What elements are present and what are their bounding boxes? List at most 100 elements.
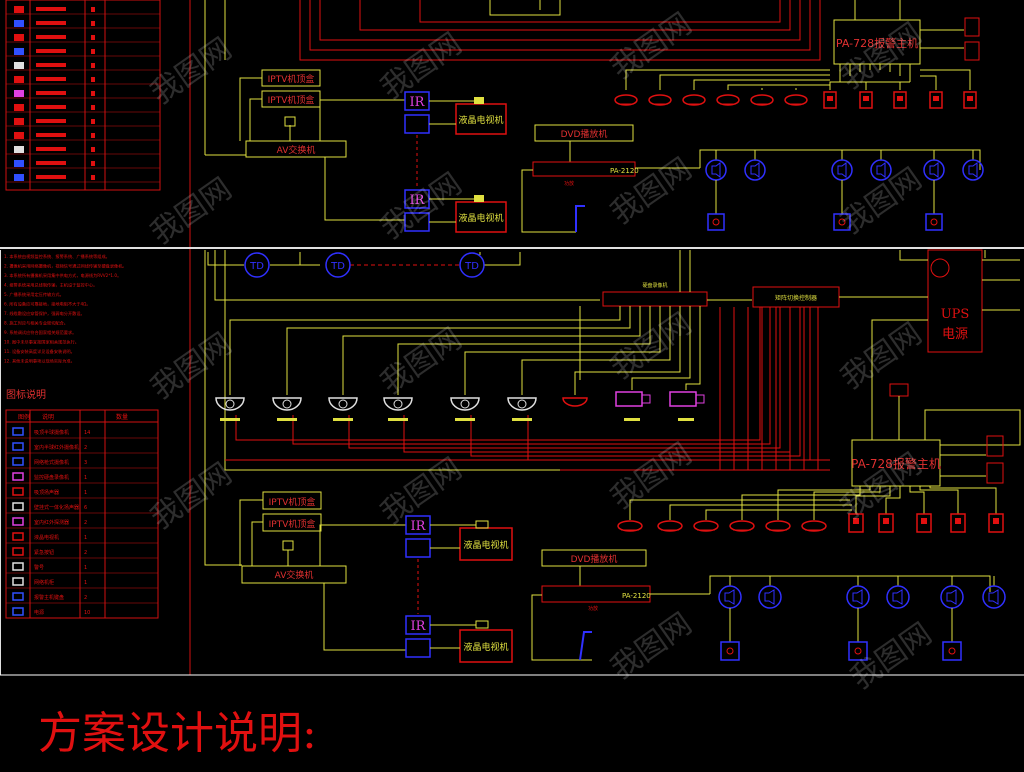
ir-label: IR [411,619,427,634]
legend-symbol-icon [12,562,24,571]
lcd-tv-bottom-1-label: 液晶电视机 [463,539,508,551]
camera-tag [277,418,297,421]
legend-qty-bar [91,35,95,40]
remote-icon [282,540,294,551]
legend-desc-bar [36,133,66,137]
emergency-button-icon [893,91,907,109]
speaker-icon [923,159,945,181]
dvd-player-top-label: DVD播放机 [561,128,608,140]
legend-qty-bar [91,161,95,166]
speaker-icon [831,159,853,181]
watermark-text: 我图网 [375,321,469,401]
legend-symbol-icon [12,607,24,616]
speaker-icon [886,585,910,609]
legend-header-cell: 数量 [116,413,128,421]
speaker-icon [758,585,782,609]
lcd-tv-bottom-2-label: 液晶电视机 [463,641,508,653]
av-switch-bottom [241,565,347,584]
legend-desc: 报警主机键盘 [34,594,64,601]
ir-emitter-bottom-1 [405,538,431,558]
note-line: 11. 设备安装高度详见设备安装说明。 [4,348,75,355]
legend-icon [14,160,24,167]
watermark-text: 我图网 [845,616,939,696]
legend-qty: 10 [84,610,90,616]
legend-icon [14,132,24,139]
av-switch-bottom-label: AV交换机 [275,569,314,581]
note-line: 2. 摄像机采用网络摄像机，视频信号通过网线传输至硬盘录像机。 [4,263,127,270]
legend-desc: 液晶电视机 [34,534,59,541]
legend-symbol-icon [12,517,24,526]
smoke-detector-icon [729,520,755,532]
volume-control-icon [848,641,868,661]
legend-desc: 室内红外探测器 [34,519,69,526]
ir-label: IR [410,95,426,110]
iptv-box-bottom-2-label: IPTV机顶盒 [269,518,316,530]
smoke-detector-icon [614,94,638,106]
smoke-detector-icon [784,94,808,106]
legend-symbol-icon [12,577,24,586]
watermark-text: 我图网 [605,151,699,231]
top-sheet: PA-728报警主机 [5,0,984,250]
note-line: 10. 图中未尽事宜按国家相关规范执行。 [4,339,79,346]
dome-camera-icon [272,397,302,411]
legend-desc-bar [36,175,66,179]
ir-label: IR [410,193,426,208]
keypad-icon [964,41,980,61]
smoke-detector-icon [716,94,740,106]
legend-qty-bar [91,105,95,110]
note-line: 6. 所有设备应可靠接地，接地电阻不大于4Ω。 [4,301,91,308]
lcd-tv-top-1-label: 液晶电视机 [458,114,503,126]
speaker-icon [705,159,727,181]
smoke-detector-icon [750,94,774,106]
camera-tag [512,418,532,421]
legend-desc-bar [36,7,66,11]
volume-control-icon [707,213,725,231]
legend-icon [14,104,24,111]
emergency-button-icon [963,91,977,109]
note-line: 5. 广播系统采用定压传输方式。 [4,291,64,298]
watermark-text: 我图网 [145,171,239,251]
dome-camera-icon [215,397,245,411]
legend-qty-bar [91,7,95,12]
legend-desc: 网络枪式摄像机 [34,459,69,466]
legend-table [5,409,159,619]
speaker-icon [718,585,742,609]
lcd-tv-bottom-2 [459,629,513,663]
legend-qty-bar [91,91,95,96]
legend-desc-bar [36,21,66,25]
legend-qty: 2 [84,445,87,451]
legend-symbol-icon [12,427,24,436]
amp-model-label: PA-2120 [610,167,639,175]
emergency-button-icon [859,91,873,109]
legend-desc-bar [36,63,66,67]
watermark-text: 我图网 [835,16,929,96]
legend-desc-bar [36,119,66,123]
keypad-icon [986,435,1004,457]
dome-camera-icon [450,397,480,411]
legend-desc: 室内半球红外摄像机 [34,444,79,451]
camera-tag [388,418,408,421]
legend-header-cell: 说明 [42,413,54,421]
volume-control-icon [942,641,962,661]
dome-camera-icon [328,397,358,411]
camera-tag [333,418,353,421]
hdd-recorder [602,291,708,307]
legend-icon [14,90,24,97]
legend-desc: 警号 [34,564,44,571]
hdd-recorder-label: 硬盘录像机 [642,282,667,289]
smoke-detector-icon [801,520,827,532]
legend-desc-bar [36,105,66,109]
legend-desc-bar [36,161,66,165]
speaker-icon [846,585,870,609]
dome-camera-icon [507,397,537,411]
legend-qty: 1 [84,565,87,571]
design-notes: 1. 本系统由视频监控系统、报警系统、广播系统等组成。2. 摄像机采用网络摄像机… [4,253,127,365]
td-label: TD [330,261,345,272]
ir-emitter-top-1 [404,114,430,134]
legend-icon [14,20,24,27]
volume-control-icon [833,213,851,231]
legend-desc: 电源 [34,609,44,616]
speaker-icon [962,159,984,181]
pa728-host-top-label: PA-728报警主机 [836,36,918,50]
legend-icon [14,34,24,41]
